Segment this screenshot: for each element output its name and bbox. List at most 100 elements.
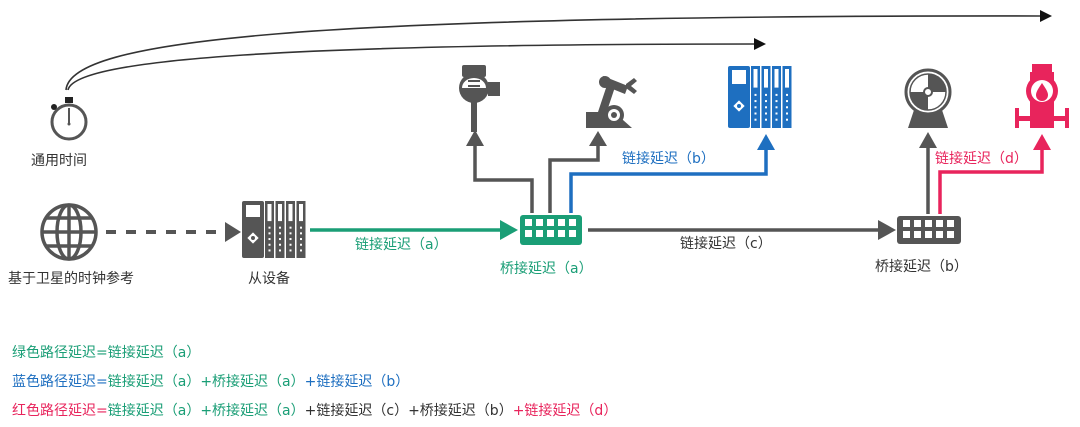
module-slot-led bbox=[754, 106, 757, 109]
switch-port bbox=[947, 220, 954, 227]
link-c-arrowhead bbox=[878, 220, 896, 240]
module-slot-window bbox=[288, 204, 293, 222]
bridge-a-switch-icon bbox=[520, 215, 582, 245]
module-slot-led bbox=[300, 226, 302, 229]
time-sync-curve-long-arrow bbox=[1040, 10, 1052, 22]
module-slot bbox=[296, 201, 306, 258]
path-to-red-valve bbox=[938, 148, 1044, 214]
path-to-blue-device bbox=[569, 148, 768, 213]
module-slot bbox=[265, 201, 274, 258]
switch-port bbox=[925, 231, 932, 238]
module-slot-led bbox=[765, 93, 767, 96]
module-slot bbox=[782, 66, 792, 128]
switch-port bbox=[547, 219, 554, 226]
module-slot-led bbox=[765, 106, 767, 109]
switch-port bbox=[903, 231, 910, 238]
link-c-label: 链接延迟（c） bbox=[680, 236, 772, 252]
legend-red-segment: +桥接延迟（b） bbox=[408, 403, 513, 419]
module-slot-led bbox=[754, 112, 757, 115]
module-slot-led bbox=[268, 232, 271, 235]
sensor-arrowhead bbox=[466, 130, 484, 146]
module-slot-led bbox=[786, 93, 788, 96]
module-slot-window bbox=[299, 204, 303, 222]
legend-green-path: 绿色路径延迟=链接延迟（a） bbox=[12, 346, 200, 360]
module-slot-led bbox=[268, 249, 271, 252]
legend-blue-segment: 链接延迟（a） bbox=[107, 374, 201, 390]
common-time-label: 通用时间 bbox=[31, 153, 87, 169]
slave-device-label: 从设备 bbox=[248, 271, 290, 287]
module-slot-led bbox=[754, 100, 757, 103]
switch-port bbox=[569, 219, 576, 226]
module-slot bbox=[772, 66, 781, 128]
module-slot-led bbox=[279, 249, 281, 252]
link-d-label: 链接延迟（d） bbox=[935, 151, 1028, 167]
switch-port bbox=[947, 231, 954, 238]
bridge-b-label: 桥接延迟（b） bbox=[875, 259, 968, 275]
motor-drive-arrowhead bbox=[919, 132, 937, 148]
blue-io-module-icon bbox=[728, 66, 792, 128]
module-slot-window bbox=[753, 69, 758, 88]
switch-port bbox=[936, 220, 943, 227]
module-slot-window bbox=[785, 69, 789, 88]
red-valve-arrowhead bbox=[1033, 134, 1051, 150]
legend-blue-path: 蓝色路径延迟=链接延迟（a）+桥接延迟（a）+链接延迟（b） bbox=[12, 375, 409, 389]
motor-drive-icon bbox=[904, 68, 952, 128]
slave-device-icon bbox=[242, 201, 306, 258]
module-slot-led bbox=[786, 100, 788, 103]
module-slot-led bbox=[268, 238, 271, 241]
module-slot-led bbox=[300, 243, 302, 246]
legend-blue-segment: +链接延迟（b） bbox=[304, 374, 410, 390]
module-slot-led bbox=[289, 249, 292, 252]
module-slot-window bbox=[278, 204, 282, 222]
switch-port bbox=[914, 220, 921, 227]
legend-green-segment: 链接延迟（a） bbox=[107, 345, 201, 361]
switch-port bbox=[558, 219, 565, 226]
time-sync-curve-short-arrow bbox=[754, 38, 766, 50]
switch-port bbox=[525, 230, 532, 237]
legend-red-segment: +桥接延迟（a） bbox=[200, 403, 305, 419]
module-slot-led bbox=[775, 100, 778, 103]
module-slot-led bbox=[765, 112, 767, 115]
module-slot bbox=[286, 201, 295, 258]
link-a-label: 链接延迟（a） bbox=[355, 237, 448, 253]
bridge-b-switch-icon bbox=[897, 216, 961, 244]
flow-valve-icon bbox=[1015, 64, 1069, 128]
path-to-sensor bbox=[473, 143, 534, 213]
module-slot-led bbox=[786, 118, 788, 121]
legend-blue-segment: 蓝色路径延迟= bbox=[12, 374, 108, 390]
switch-port bbox=[536, 219, 543, 226]
module-slot-led bbox=[279, 232, 281, 235]
module-slot-led bbox=[289, 232, 292, 235]
time-sync-curve-long bbox=[65, 15, 1041, 91]
legend-green-segment: 绿色路径延迟= bbox=[12, 345, 108, 361]
time-sync-curve-short bbox=[67, 43, 757, 91]
robot-arm-icon bbox=[586, 76, 637, 128]
module-slot-led bbox=[279, 226, 281, 229]
switch-port bbox=[536, 230, 543, 237]
switch-port bbox=[925, 220, 932, 227]
module-slot-led bbox=[765, 118, 767, 121]
module-slot-led bbox=[786, 112, 788, 115]
module-slot-led bbox=[279, 243, 281, 246]
module-slot-led bbox=[300, 238, 302, 241]
module-slot-led bbox=[775, 106, 778, 109]
legend-red-path: 红色路径延迟=链接延迟（a）+桥接延迟（a）+链接延迟（c）+桥接延迟（b）+链… bbox=[12, 404, 617, 418]
legend-red-segment: 链接延迟（a） bbox=[107, 403, 201, 419]
satellite-sync-arrowhead bbox=[225, 222, 241, 242]
switch-port bbox=[936, 231, 943, 238]
module-slot-window bbox=[774, 69, 779, 88]
blue-device-arrowhead bbox=[757, 134, 775, 150]
module-slot-led bbox=[775, 112, 778, 115]
module-slot-led bbox=[765, 100, 767, 103]
switch-port bbox=[569, 230, 576, 237]
module-slot bbox=[751, 66, 760, 128]
legend-blue-segment: +桥接延迟（a） bbox=[200, 374, 305, 390]
switch-port bbox=[903, 220, 910, 227]
sensor-transmitter-icon bbox=[459, 65, 500, 132]
module-slot bbox=[761, 66, 771, 128]
robot-arrowhead bbox=[589, 131, 607, 146]
module-slot-led bbox=[300, 232, 302, 235]
module-slot-led bbox=[786, 106, 788, 109]
legend-red-segment: +链接延迟（d） bbox=[512, 403, 618, 419]
